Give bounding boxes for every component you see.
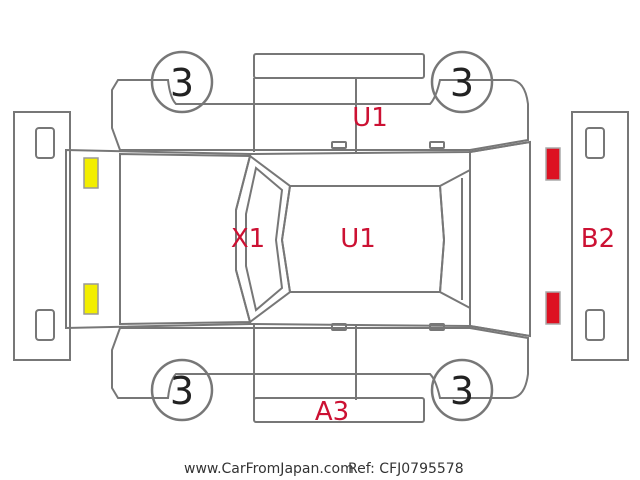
front-bumper-slot-bottom — [35, 309, 55, 341]
front-light-bottom — [83, 283, 99, 315]
rear-right-tire — [430, 358, 494, 422]
front-left-tire — [150, 50, 214, 114]
damage-label-bottom-sill: A3 — [315, 397, 349, 427]
top-door-handle-front — [331, 141, 347, 149]
bottom-roof-rail — [253, 397, 425, 423]
damage-label-rear: B2 — [581, 224, 615, 254]
front-light-top — [83, 157, 99, 189]
front-left-tire-grade: 3 — [170, 61, 194, 105]
top-roof-rail — [253, 53, 425, 79]
bottom-side-body — [111, 327, 529, 399]
rear-light-top — [545, 147, 561, 181]
tailgate — [469, 140, 531, 338]
rear-left-tire — [150, 358, 214, 422]
rear-right-tire-grade: 3 — [450, 369, 474, 413]
top-side-body — [111, 79, 529, 151]
car-body-top-view — [65, 140, 531, 338]
bottom-door-handle-rear — [429, 323, 445, 331]
damage-label-roof: U1 — [340, 224, 376, 254]
rear-bumper-slot-top — [585, 127, 605, 159]
rear-bumper-slot-bottom — [585, 309, 605, 341]
windshield-inner — [245, 166, 284, 312]
footer-ref: Ref: CFJ0795578 — [348, 461, 464, 477]
damage-label-top-doors: U1 — [352, 103, 388, 133]
front-right-tire-grade: 3 — [450, 61, 474, 105]
front-bumper — [13, 111, 71, 361]
damage-label-windshield: X1 — [231, 224, 265, 254]
footer-site: www.CarFromJapan.com — [184, 461, 354, 477]
rear-left-tire-grade: 3 — [170, 369, 194, 413]
rear-bumper — [571, 111, 629, 361]
rear-light-bottom — [545, 291, 561, 325]
top-door-handle-rear — [429, 141, 445, 149]
front-bumper-slot-top — [35, 127, 55, 159]
rear-window — [438, 168, 471, 310]
front-right-tire — [430, 50, 494, 114]
